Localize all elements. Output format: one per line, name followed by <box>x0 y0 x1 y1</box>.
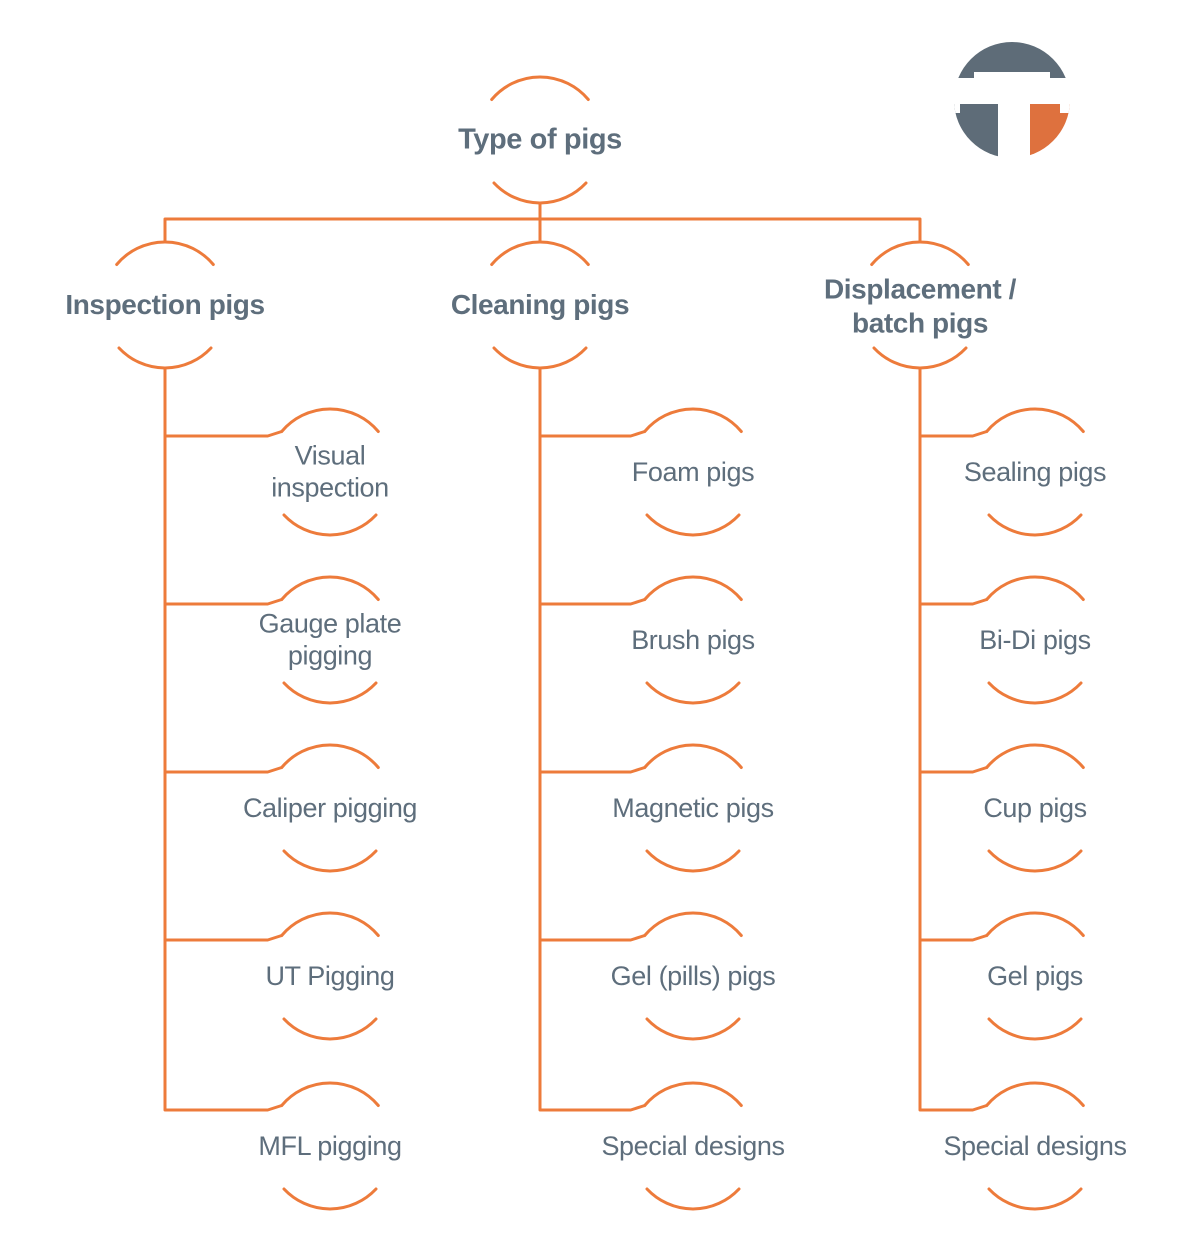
node-special-designs-cleaning: Special designs <box>601 1130 785 1161</box>
node-arc-root <box>490 75 590 205</box>
node-arc <box>643 911 743 1041</box>
trunk-inspection <box>163 366 284 1112</box>
node-cleaning-pigs: Cleaning pigs <box>450 289 630 321</box>
connector-line <box>163 766 284 774</box>
node-arc <box>985 743 1085 873</box>
node-arc-displacement <box>870 240 970 370</box>
connector-line <box>538 766 647 774</box>
node-type-of-pigs: Type of pigs <box>458 123 622 156</box>
logo-wedge-right <box>1030 104 1070 158</box>
logo-dome-foot-right <box>1050 72 1067 78</box>
node-brush-pigs: Brush pigs <box>631 624 755 655</box>
connector-line <box>163 934 284 942</box>
node-arc-inspection <box>115 240 215 370</box>
node-gauge-plate-pigging: Gauge plate pigging <box>258 608 402 671</box>
logo-dome-foot-left <box>957 72 974 78</box>
node-arc-cleaning <box>490 240 590 370</box>
node-cup-pigs: Cup pigs <box>983 792 1087 823</box>
node-arc <box>985 911 1085 1041</box>
node-caliper-pigging: Caliper pigging <box>242 792 418 823</box>
node-ut-pigging: UT Pigging <box>265 960 395 991</box>
node-displacement-batch-pigs: Displacement / batch pigs <box>823 273 1017 338</box>
connector-line <box>163 430 284 438</box>
node-bi-di-pigs: Bi-Di pigs <box>979 624 1091 655</box>
logo-dome <box>954 42 1070 72</box>
t-circle-logo-icon <box>954 42 1070 158</box>
node-gel-pills-pigs: Gel (pills) pigs <box>610 960 776 991</box>
node-foam-pigs: Foam pigs <box>631 456 755 487</box>
node-arc <box>280 1081 380 1211</box>
node-arc <box>643 575 743 705</box>
connector-line <box>538 934 647 942</box>
node-arc <box>985 1081 1085 1211</box>
node-arc <box>280 911 380 1041</box>
logo-notch-right <box>1060 104 1070 113</box>
trunk-displacement <box>918 366 989 1112</box>
node-arc <box>643 1081 743 1211</box>
node-magnetic-pigs: Magnetic pigs <box>612 792 774 823</box>
connector-line <box>918 598 989 606</box>
node-special-designs-displacement: Special designs <box>943 1130 1127 1161</box>
node-visual-inspection: Visual inspection <box>271 440 389 503</box>
node-arc <box>985 575 1085 705</box>
node-arc <box>643 407 743 537</box>
connector-line <box>163 598 284 606</box>
connector-line <box>538 598 647 606</box>
node-gel-pigs: Gel pigs <box>987 960 1083 991</box>
node-arc <box>280 743 380 873</box>
node-arc <box>280 407 380 537</box>
connector-line <box>918 766 989 774</box>
node-inspection-pigs: Inspection pigs <box>65 289 265 321</box>
node-arc <box>280 575 380 705</box>
root-branch-connector <box>163 201 922 244</box>
node-mfl-pigging: MFL pigging <box>258 1130 402 1161</box>
connector-line <box>538 430 647 438</box>
node-arc <box>985 407 1085 537</box>
connector-line <box>918 934 989 942</box>
logo-notch-left <box>954 104 960 113</box>
node-arc <box>643 743 743 873</box>
connector-line <box>918 430 989 438</box>
node-sealing-pigs: Sealing pigs <box>963 456 1107 487</box>
trunk-cleaning <box>538 366 647 1112</box>
